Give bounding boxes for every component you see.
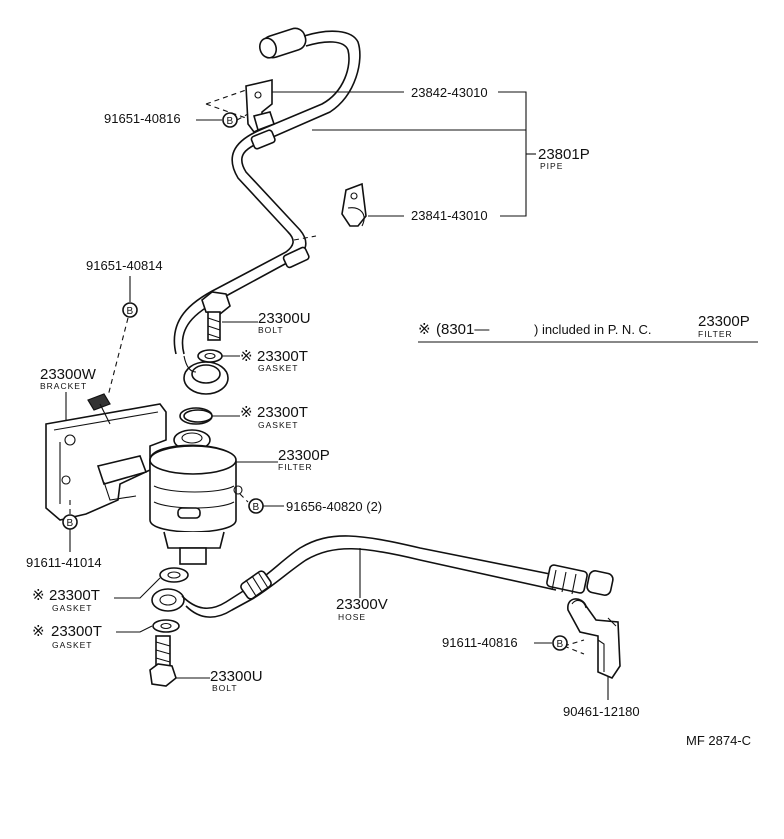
label-gasket-4: 23300T [51, 623, 102, 640]
label-gasket-2-sub: GASKET [258, 420, 298, 430]
asterisk-icon: ※ [240, 348, 253, 365]
label-filter-bolt: 91656-40820 (2) [286, 499, 382, 514]
label-pipe-clamp-upper: 23842-43010 [411, 85, 488, 100]
label-union-bolt-top: 23300U [258, 310, 311, 327]
label-union-bolt-bottom: 23300U [210, 668, 263, 685]
hose-end-right [546, 564, 614, 596]
label-hose: 23300V [336, 596, 388, 613]
label-hose-clamp-bolt: 91611-40816 [442, 635, 518, 650]
label-bracket-bolt: 91611-41014 [26, 555, 102, 570]
label-bracket: 23300W [40, 366, 97, 383]
note-asterisk-icon: ※ [418, 321, 431, 338]
b-marker-text: B [67, 518, 74, 529]
label-gasket-3: 23300T [49, 587, 100, 604]
label-gasket-1: 23300T [257, 348, 308, 365]
label-union-bolt-top-sub: BOLT [258, 325, 284, 335]
label-bracket-sub: BRACKET [40, 381, 87, 391]
label-union-bolt-bottom-sub: BOLT [212, 683, 238, 693]
asterisk-icon: ※ [32, 587, 45, 604]
note-prefix: (8301— [436, 321, 489, 338]
b-marker-text: B [557, 639, 564, 650]
asterisk-icon: ※ [240, 404, 253, 421]
b-marker-text: B [227, 116, 234, 127]
b-marker-icon [122, 302, 138, 318]
label-pipe: 23801P [538, 146, 590, 163]
pipe-clamp-lower [341, 182, 367, 227]
note-part: 23300P [698, 313, 750, 330]
pipe-end-nut-top [258, 27, 307, 59]
gasket-lower-1 [159, 567, 189, 583]
pipe-clamp-upper [245, 78, 276, 134]
fuel-pipe-23801p [173, 27, 361, 395]
bracket-23300w [45, 393, 167, 521]
b-marker-icon [552, 635, 568, 651]
label-bolt-upper-clamp: 91651-40816 [104, 111, 181, 126]
label-gasket-2: 23300T [257, 404, 308, 421]
union-bolt-bottom [149, 635, 177, 687]
label-pipe-sub: PIPE [540, 161, 563, 171]
label-filter: 23300P [278, 447, 330, 464]
hose-end-left [240, 570, 272, 600]
label-bolt-bracket: 91651-40814 [86, 258, 163, 273]
label-gasket-4-sub: GASKET [52, 640, 92, 650]
asterisk-icon: ※ [32, 623, 45, 640]
figure-code: MF 2874-C [686, 733, 751, 748]
gasket-upper-1 [197, 349, 223, 363]
label-pipe-clamp-lower: 23841-43010 [411, 208, 488, 223]
gasket-lower-2 [152, 619, 180, 633]
label-hose-clamp: 90461-12180 [563, 704, 640, 719]
label-gasket-3-sub: GASKET [52, 603, 92, 613]
note-part-sub: FILTER [698, 329, 733, 339]
label-filter-sub: FILTER [278, 462, 313, 472]
hose-clamp-90461 [567, 598, 621, 679]
b-marker-text: B [253, 502, 260, 513]
gasket-upper-2 [183, 409, 213, 423]
note-inclusion: ※ (8301— ) included in P. N. C. 23300P F… [418, 313, 758, 343]
label-gasket-1-sub: GASKET [258, 363, 298, 373]
fuel-hose-23300v [181, 535, 614, 618]
union-bolt-top [201, 291, 231, 341]
note-text: ) included in P. N. C. [534, 322, 652, 337]
hose-union-fitting [151, 588, 185, 612]
b-marker-text: B [127, 306, 134, 317]
leader-group-23801p [272, 91, 536, 217]
label-hose-sub: HOSE [338, 612, 366, 622]
